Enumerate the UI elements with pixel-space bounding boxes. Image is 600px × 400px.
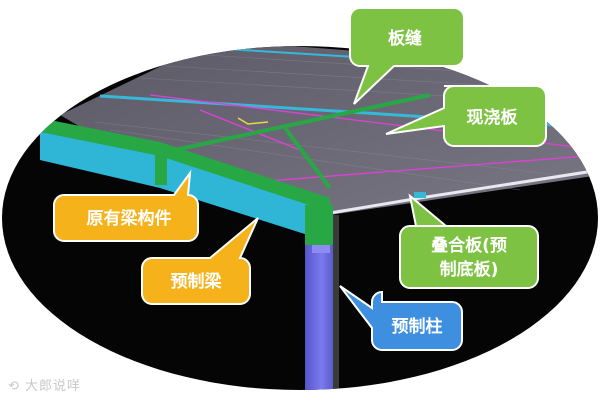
callout-cast-slab: 现浇板 [385, 85, 547, 147]
callout-precast-column-text: 预制柱 [392, 316, 443, 337]
watermark-text: 大郎说咩 [25, 379, 82, 394]
callout-precast-beam-text: 预制梁 [171, 271, 223, 292]
callout-existing-beam: 原有梁构件 [53, 169, 199, 242]
callout-precast-column: 预制柱 [339, 285, 463, 351]
secondary-beams [174, 93, 431, 190]
watermark: ⟲ 大郎说咩 [8, 375, 81, 394]
marker-line [237, 117, 269, 125]
beam-column-joint [305, 205, 333, 245]
precast-column [305, 245, 338, 390]
beam-joint [155, 150, 167, 185]
column-top [312, 245, 330, 253]
callout-composite-slab: 叠合板(预 制底板) [399, 193, 539, 289]
watermark-icon: ⟲ [8, 379, 20, 394]
callout-precast-beam: 预制梁 [141, 217, 259, 305]
callout-existing-beam-text: 原有梁构件 [87, 208, 172, 229]
composite-slab-mark [414, 192, 426, 198]
callout-slab-joint-text: 板缝 [388, 28, 422, 49]
callout-composite-slab-line2: 制底板) [440, 259, 499, 280]
callout-cast-slab-text: 现浇板 [467, 107, 519, 128]
column-shadow [333, 215, 339, 390]
precast-beam-top [40, 118, 330, 212]
callout-slab-joint: 板缝 [349, 7, 465, 105]
callout-composite-slab-line1: 叠合板(预 [431, 235, 507, 256]
